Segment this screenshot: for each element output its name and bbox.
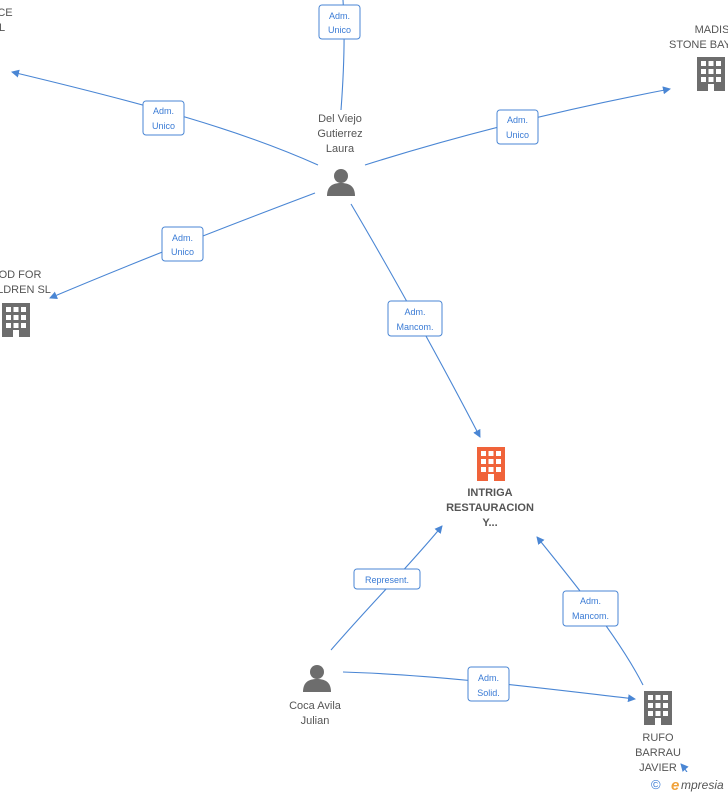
node-company-madis[interactable]: MADIS STONE BAY xyxy=(669,24,728,91)
copyright-symbol: © xyxy=(651,777,661,792)
person-laura-label-3: Laura xyxy=(326,143,355,155)
node-company-topleft[interactable]: CE L xyxy=(0,7,13,34)
edge-label-solid-line2: Solid. xyxy=(477,688,500,698)
edge-label-left-line2: Unico xyxy=(152,121,175,131)
company-main-label-1: INTRIGA xyxy=(467,487,512,499)
edge-label-main[interactable]: Adm. Mancom. xyxy=(387,300,443,337)
company-food-label-2: LDREN SL xyxy=(0,284,51,296)
edge-label-left-line1: Adm. xyxy=(153,106,174,116)
edge-label-food[interactable]: Adm. Unico xyxy=(161,226,204,262)
company-rufo-label-1: RUFO xyxy=(642,732,674,744)
edge-label-right[interactable]: Adm. Unico xyxy=(496,109,539,145)
edge-line-left xyxy=(11,69,319,166)
edge-label-represent[interactable]: Represent. xyxy=(353,568,421,590)
person-icon xyxy=(303,665,331,692)
edge-label-rufo-main[interactable]: Adm. Mancom. xyxy=(562,590,619,627)
building-icon xyxy=(2,303,30,337)
edge-label-main-line2: Mancom. xyxy=(396,322,433,332)
company-madis-label-1: MADIS xyxy=(695,24,728,36)
edge-label-top-line2: Unico xyxy=(328,25,351,35)
company-rufo-label-2: BARRAU xyxy=(635,747,681,759)
company-topleft-label-2: L xyxy=(0,22,5,34)
edge-label-top-line1: Adm. xyxy=(329,11,350,21)
brand-name: mpresia xyxy=(681,778,724,792)
edge-label-solid-line1: Adm. xyxy=(478,673,499,683)
watermark: © e mpresia xyxy=(648,772,728,795)
edge-label-left[interactable]: Adm. Unico xyxy=(142,100,185,136)
node-company-main[interactable]: INTRIGA RESTAURACION Y... xyxy=(446,447,534,529)
edge-label-main-line1: Adm. xyxy=(404,307,425,317)
person-icon xyxy=(327,169,355,196)
node-person-laura[interactable]: Del Viejo Gutierrez Laura xyxy=(317,113,363,196)
edge-label-right-line2: Unico xyxy=(506,130,529,140)
company-rufo-label-3: JAVIER xyxy=(639,762,677,774)
company-main-label-3: Y... xyxy=(482,517,497,529)
company-food-label-1: OD FOR xyxy=(0,269,41,281)
building-icon xyxy=(477,447,505,481)
person-laura-label-2: Gutierrez xyxy=(317,128,362,140)
edge-label-food-line2: Unico xyxy=(171,247,194,257)
company-main-label-2: RESTAURACION xyxy=(446,502,534,514)
person-julian-label-1: Coca Avila xyxy=(289,700,342,712)
building-icon xyxy=(644,691,672,725)
company-madis-label-2: STONE BAY xyxy=(669,39,728,51)
edge-label-food-line1: Adm. xyxy=(172,233,193,243)
edge-label-top[interactable]: Adm. Unico xyxy=(318,4,361,40)
node-person-julian[interactable]: Coca Avila Julian xyxy=(289,665,342,727)
person-laura-label-1: Del Viejo xyxy=(318,113,362,125)
company-topleft-label-1: CE xyxy=(0,7,13,19)
building-icon xyxy=(697,57,725,91)
edge-label-rufo-main-line1: Adm. xyxy=(580,596,601,606)
edge-label-represent-line1: Represent. xyxy=(365,575,409,585)
brand-initial: e xyxy=(671,777,679,794)
edge-label-solid[interactable]: Adm. Solid. xyxy=(467,666,510,702)
node-company-rufo[interactable]: RUFO BARRAU JAVIER xyxy=(635,691,681,774)
person-julian-label-2: Julian xyxy=(301,715,330,727)
edge-label-right-line1: Adm. xyxy=(507,115,528,125)
node-company-food[interactable]: OD FOR LDREN SL xyxy=(0,269,51,337)
edge-label-rufo-main-line2: Mancom. xyxy=(572,611,609,621)
